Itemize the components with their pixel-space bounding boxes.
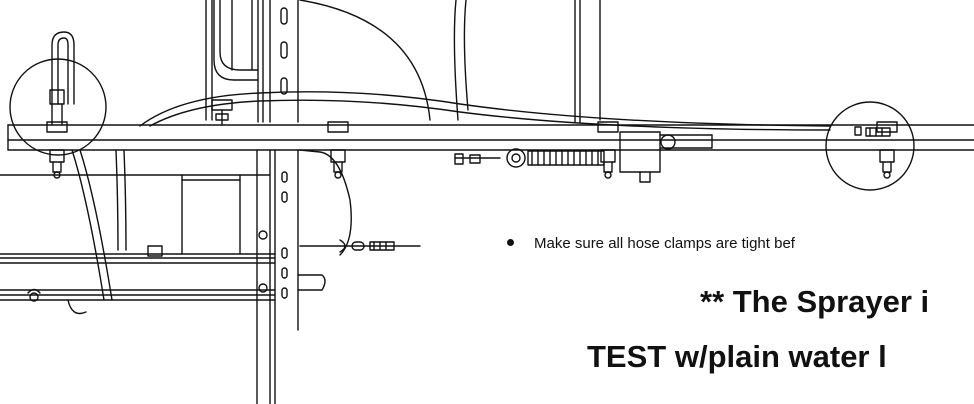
turnbuckle — [299, 239, 421, 253]
slotted-bar-upper — [269, 0, 299, 123]
warning-heading-line-2: TEST w/plain water l — [587, 339, 887, 374]
bullet-dot — [507, 238, 514, 246]
warning-heading-line-1: ** The Sprayer i — [700, 284, 930, 319]
breakaway-spring — [454, 148, 605, 168]
slotted-bar-lower — [256, 149, 326, 404]
upper-hose — [453, 0, 469, 121]
top-bracket — [213, 0, 259, 81]
lower-housing — [181, 174, 241, 255]
nozzle-clamps — [46, 121, 898, 179]
center-fitting — [211, 99, 233, 126]
right-nozzle-detail-circle — [825, 101, 915, 191]
boom-hinge — [619, 131, 713, 183]
drum-outline — [299, 0, 431, 256]
left-hose — [51, 31, 127, 301]
main-boom — [7, 124, 974, 151]
instruction-bullet: Make sure all hose clamps are tight bef — [507, 235, 795, 252]
upper-frame-uprights — [205, 0, 601, 123]
long-hose — [139, 91, 831, 131]
lower-frame — [0, 174, 276, 315]
instruction-bullet-text: Make sure all hose clamps are tight bef — [534, 235, 795, 252]
